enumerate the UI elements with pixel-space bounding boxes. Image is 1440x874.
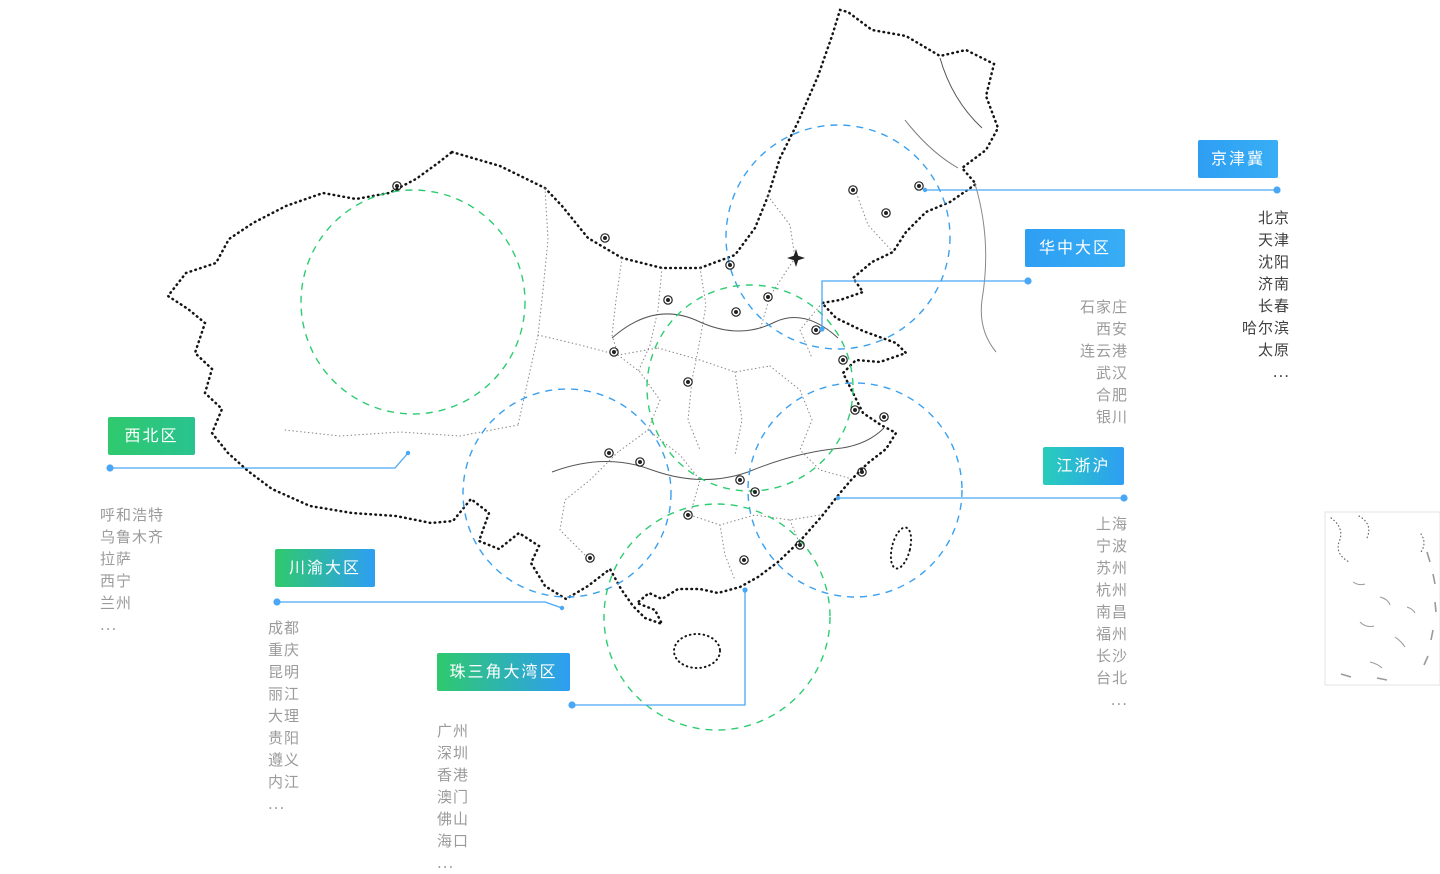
city-item: 贵阳: [268, 729, 301, 747]
city-item: 长春: [1257, 297, 1290, 315]
city-item: 台北: [1095, 669, 1128, 687]
city-item: 连云港: [1079, 342, 1128, 360]
region-circle-zhusanjiao: [603, 503, 831, 731]
connector-dots: [106, 186, 1281, 709]
city-list-xibei: 呼和浩特乌鲁木齐拉萨西宁兰州...: [100, 504, 164, 636]
city-item: 呼和浩特: [100, 506, 165, 524]
dot-xibei: [106, 464, 114, 472]
city-item: 广州: [437, 722, 470, 740]
connectors: [110, 189, 1277, 706]
taiwan-island: [889, 526, 913, 570]
city-item: 遵义: [268, 751, 301, 769]
city-item: 内江: [268, 773, 301, 791]
connector-chuanyu: [277, 601, 563, 609]
region-circle-jingjinji: [725, 124, 951, 350]
city-item: 宁波: [1095, 537, 1128, 555]
city-item: 南昌: [1095, 603, 1128, 621]
city-item: 石家庄: [1079, 298, 1128, 316]
city-item: 福州: [1095, 625, 1128, 643]
city-item: 哈尔滨: [1241, 319, 1290, 337]
dot-chuanyu-end: [559, 605, 565, 611]
dot-zhusanjiao: [568, 701, 576, 709]
city-list-huazhong: 石家庄西安连云港武汉合肥银川: [1080, 296, 1128, 428]
city-item: 济南: [1257, 275, 1290, 293]
city-item: 西宁: [100, 572, 133, 590]
city-item: ...: [1272, 363, 1290, 381]
city-markers: [392, 181, 924, 565]
city-list-jiangzhehu: 上海宁波苏州杭州南昌福州长沙台北...: [1096, 513, 1128, 711]
dot-jiangzhehu: [1120, 494, 1128, 502]
city-item: 兰州: [100, 594, 133, 612]
south-china-sea-inset: [1324, 511, 1440, 686]
region-label-zhusanjiao[interactable]: 珠三角大湾区: [437, 653, 570, 691]
city-item: 苏州: [1095, 559, 1128, 577]
region-label-jingjinji[interactable]: 京津冀: [1198, 140, 1278, 178]
region-circle-huazhong: [646, 284, 854, 492]
city-item: 海口: [437, 832, 470, 850]
city-list-jingjinji: 北京天津沈阳济南长春哈尔滨太原...: [1242, 207, 1290, 383]
china-national-border: [166, 8, 1000, 627]
city-item: 天津: [1257, 231, 1290, 249]
province-borders: [284, 187, 894, 581]
dot-jingjinji-end: [922, 187, 928, 193]
city-item: 沈阳: [1257, 253, 1290, 271]
connector-xibei: [110, 452, 409, 469]
city-item: 昆明: [268, 663, 301, 681]
city-item: 深圳: [437, 744, 470, 762]
city-item: 武汉: [1095, 364, 1128, 382]
city-item: ...: [100, 616, 118, 634]
dot-xibei-end: [405, 450, 411, 456]
city-item: 长沙: [1095, 647, 1128, 665]
dot-chuanyu: [273, 598, 281, 606]
city-item: 合肥: [1095, 386, 1128, 404]
city-item: 北京: [1257, 209, 1290, 227]
hainan-island: [673, 633, 721, 669]
city-item: 香港: [437, 766, 470, 784]
city-item: 澳门: [437, 788, 470, 806]
city-list-zhusanjiao: 广州深圳香港澳门佛山海口...: [437, 720, 469, 874]
dot-huazhong-end: [819, 326, 825, 332]
city-list-chuanyu: 成都重庆昆明丽江大理贵阳遵义内江...: [268, 617, 300, 815]
region-label-chuanyu[interactable]: 川渝大区: [275, 549, 375, 587]
rivers: [551, 57, 997, 480]
city-item: 上海: [1095, 515, 1128, 533]
city-item: ...: [437, 854, 455, 872]
region-label-huazhong[interactable]: 华中大区: [1025, 229, 1125, 267]
city-item: 佛山: [437, 810, 470, 828]
city-item: 大理: [268, 707, 301, 725]
capital-star-icon: [787, 249, 805, 267]
region-label-xibei[interactable]: 西北区: [108, 417, 195, 455]
dot-jingjinji: [1273, 186, 1281, 194]
city-item: 太原: [1257, 341, 1290, 359]
connector-huazhong: [821, 280, 1028, 327]
region-label-jiangzhehu[interactable]: 江浙沪: [1043, 447, 1124, 485]
dot-jiangzhehu-end: [835, 495, 841, 501]
city-item: 银川: [1095, 408, 1128, 426]
city-item: 乌鲁木齐: [100, 528, 165, 546]
connector-zhusanjiao: [572, 590, 746, 706]
city-item: 拉萨: [100, 550, 133, 568]
dot-huazhong: [1024, 277, 1032, 285]
region-circle-xibei: [300, 189, 526, 415]
dot-zhusanjiao-end: [742, 587, 748, 593]
city-item: ...: [1110, 691, 1128, 709]
city-item: 西安: [1095, 320, 1128, 338]
city-item: 杭州: [1095, 581, 1128, 599]
city-item: ...: [268, 795, 286, 813]
city-item: 重庆: [268, 641, 301, 659]
region-circle-chuanyu: [462, 388, 672, 598]
city-item: 成都: [268, 619, 301, 637]
city-item: 丽江: [268, 685, 301, 703]
region-circle-jiangzhehu: [747, 382, 963, 598]
